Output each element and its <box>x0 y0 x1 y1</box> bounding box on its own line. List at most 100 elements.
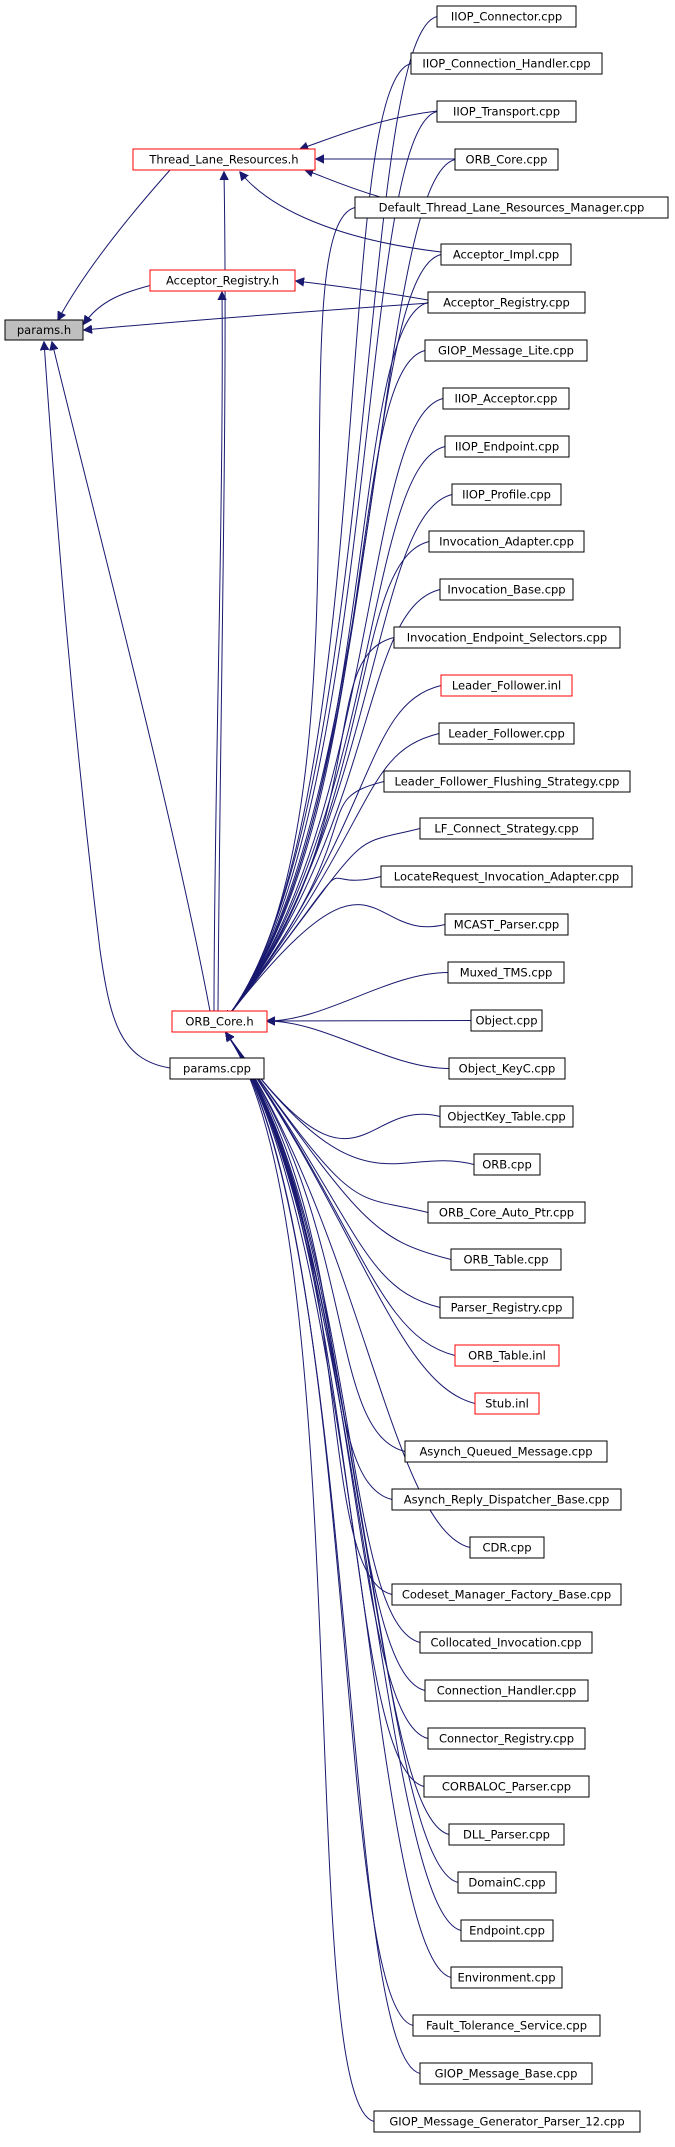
edge-acceptor-registry-cpp-to-orb-core-h <box>226 302 429 1020</box>
node-mcast-parser[interactable]: MCAST_Parser.cpp <box>444 913 569 936</box>
node-iiop-transport[interactable]: IIOP_Transport.cpp <box>436 100 577 123</box>
edge-invocation-base-to-orb-core-h <box>226 589 441 1020</box>
node-box <box>454 1344 560 1367</box>
node-box <box>470 1009 543 1032</box>
node-dll-parser[interactable]: DLL_Parser.cpp <box>448 1823 565 1846</box>
edge-orb-core-h-to-acceptor-registry-h <box>213 292 222 1012</box>
node-thread-lane[interactable]: Thread_Lane_Resources.h <box>132 148 316 171</box>
node-codeset-manager-factory[interactable]: Codeset_Manager_Factory_Base.cpp <box>391 1583 622 1606</box>
node-label: Object.cpp <box>475 1014 537 1028</box>
node-box <box>473 1153 541 1176</box>
node-invocation-endpoint-selectors[interactable]: Invocation_Endpoint_Selectors.cpp <box>393 626 621 649</box>
node-locate-request[interactable]: LocateRequest_Invocation_Adapter.cpp <box>380 865 633 888</box>
node-orb-table-inl[interactable]: ORB_Table.inl <box>454 1344 560 1367</box>
node-box <box>439 578 574 601</box>
node-box <box>410 52 603 75</box>
node-endpoint[interactable]: Endpoint.cpp <box>460 1919 554 1942</box>
node-box <box>440 674 573 697</box>
node-acceptor-registry-h[interactable]: Acceptor_Registry.h <box>149 269 296 292</box>
node-stub-inl[interactable]: Stub.inl <box>474 1392 540 1415</box>
node-leader-follower-inl[interactable]: Leader_Follower.inl <box>440 674 573 697</box>
node-fault-tolerance[interactable]: Fault_Tolerance_Service.cpp <box>412 2014 601 2037</box>
node-collocated-invocation[interactable]: Collocated_Invocation.cpp <box>419 1631 593 1654</box>
node-orb-table-cpp[interactable]: ORB_Table.cpp <box>450 1248 562 1271</box>
node-default-tlrm[interactable]: Default_Thread_Lane_Resources_Manager.cp… <box>354 196 669 219</box>
node-environment[interactable]: Environment.cpp <box>450 1966 563 1989</box>
node-orb-core-h[interactable]: ORB_Core.h <box>171 1010 268 1033</box>
node-box <box>419 1631 593 1654</box>
node-lf-connect[interactable]: LF_Connect_Strategy.cpp <box>419 817 594 840</box>
node-label: DomainC.cpp <box>468 1876 545 1890</box>
node-orb-core-auto-ptr[interactable]: ORB_Core_Auto_Ptr.cpp <box>427 1201 586 1224</box>
node-box <box>450 1966 563 1989</box>
node-asynch-queued-message[interactable]: Asynch_Queued_Message.cpp <box>404 1440 608 1463</box>
node-label: Connection_Handler.cpp <box>437 1684 577 1698</box>
node-box <box>404 1440 608 1463</box>
node-params-cpp[interactable]: params.cpp <box>169 1057 265 1080</box>
node-orb-core-cpp[interactable]: ORB_Core.cpp <box>454 148 559 171</box>
node-box <box>373 2110 641 2133</box>
node-orb-cpp[interactable]: ORB.cpp <box>473 1153 541 1176</box>
node-muxed-tms[interactable]: Muxed_TMS.cpp <box>447 961 565 984</box>
node-box <box>391 1583 622 1606</box>
edge-iiop-connector-to-orb-core-h <box>226 16 438 1020</box>
edge-codeset-manager-factory-to-orb-core-h <box>226 1033 393 1595</box>
node-giop-message-lite[interactable]: GIOP_Message_Lite.cpp <box>424 339 588 362</box>
node-label: GIOP_Message_Generator_Parser_12.cpp <box>389 2115 624 2129</box>
node-label: ORB_Core.cpp <box>466 153 548 167</box>
node-invocation-adapter[interactable]: Invocation_Adapter.cpp <box>428 530 585 553</box>
node-connector-registry[interactable]: Connector_Registry.cpp <box>427 1727 586 1750</box>
node-iiop-profile[interactable]: IIOP_Profile.cpp <box>451 483 562 506</box>
node-label: Acceptor_Impl.cpp <box>453 248 559 262</box>
edge-muxed-tms-to-orb-core-h <box>267 972 449 1022</box>
node-box <box>469 1536 545 1559</box>
node-corbaloc-parser[interactable]: CORBALOC_Parser.cpp <box>423 1775 590 1798</box>
node-lf-flushing[interactable]: Leader_Follower_Flushing_Strategy.cpp <box>383 770 631 793</box>
node-iiop-connector[interactable]: IIOP_Connector.cpp <box>436 5 577 28</box>
node-label: CDR.cpp <box>482 1541 531 1555</box>
node-box <box>169 1057 265 1080</box>
node-box <box>474 1392 540 1415</box>
node-box <box>391 1488 622 1511</box>
node-domainc[interactable]: DomainC.cpp <box>457 1871 557 1894</box>
edge-acceptor-registry-cpp-to-acceptor-registry-h <box>296 281 429 301</box>
node-object-keyc[interactable]: Object_KeyC.cpp <box>448 1057 566 1080</box>
node-label: Fault_Tolerance_Service.cpp <box>426 2019 587 2033</box>
node-label: ORB.cpp <box>482 1158 532 1172</box>
node-params-h[interactable]: params.h <box>4 319 84 341</box>
node-box <box>419 2062 593 2085</box>
node-label: Asynch_Queued_Message.cpp <box>419 1445 592 1459</box>
node-label: Leader_Follower_Flushing_Strategy.cpp <box>395 775 620 789</box>
node-label: IIOP_Acceptor.cpp <box>454 392 557 406</box>
node-cdr[interactable]: CDR.cpp <box>469 1536 545 1559</box>
node-acceptor-impl[interactable]: Acceptor_Impl.cpp <box>440 243 572 266</box>
node-invocation-base[interactable]: Invocation_Base.cpp <box>439 578 574 601</box>
node-acceptor-registry-cpp[interactable]: Acceptor_Registry.cpp <box>427 291 586 314</box>
node-box <box>393 626 621 649</box>
node-iiop-acceptor[interactable]: IIOP_Acceptor.cpp <box>442 387 570 410</box>
node-label: Connector_Registry.cpp <box>439 1732 574 1746</box>
node-parser-registry[interactable]: Parser_Registry.cpp <box>439 1296 574 1319</box>
node-object-cpp[interactable]: Object.cpp <box>470 1009 543 1032</box>
edge-acceptor-impl-to-thread-lane <box>240 172 442 253</box>
node-connection-handler[interactable]: Connection_Handler.cpp <box>424 1679 589 1702</box>
node-box <box>427 1727 586 1750</box>
edge-domainc-to-orb-core-h <box>226 1033 459 1883</box>
node-iiop-connection-handler[interactable]: IIOP_Connection_Handler.cpp <box>410 52 603 75</box>
edge-thread-lane-to-params <box>58 169 171 320</box>
edge-leader-follower-cpp-to-orb-core-h <box>226 733 440 1020</box>
node-giop-message-generator[interactable]: GIOP_Message_Generator_Parser_12.cpp <box>373 2110 641 2133</box>
node-asynch-reply-dispatcher[interactable]: Asynch_Reply_Dispatcher_Base.cpp <box>391 1488 622 1511</box>
node-label: Parser_Registry.cpp <box>451 1301 563 1315</box>
node-leader-follower-cpp[interactable]: Leader_Follower.cpp <box>438 722 575 745</box>
node-giop-message-base[interactable]: GIOP_Message_Base.cpp <box>419 2062 593 2085</box>
node-label: ORB_Table.inl <box>468 1349 546 1363</box>
node-label: Acceptor_Registry.h <box>166 274 279 288</box>
edge-iiop-acceptor-to-orb-core-h <box>226 398 444 1020</box>
edge-iiop-endpoint-to-orb-core-h <box>226 446 446 1020</box>
node-objectkey-table[interactable]: ObjectKey_Table.cpp <box>439 1105 574 1128</box>
edge-default-tlrm-to-thread-lane <box>305 170 381 198</box>
node-box <box>436 100 577 123</box>
node-iiop-endpoint[interactable]: IIOP_Endpoint.cpp <box>444 435 570 458</box>
